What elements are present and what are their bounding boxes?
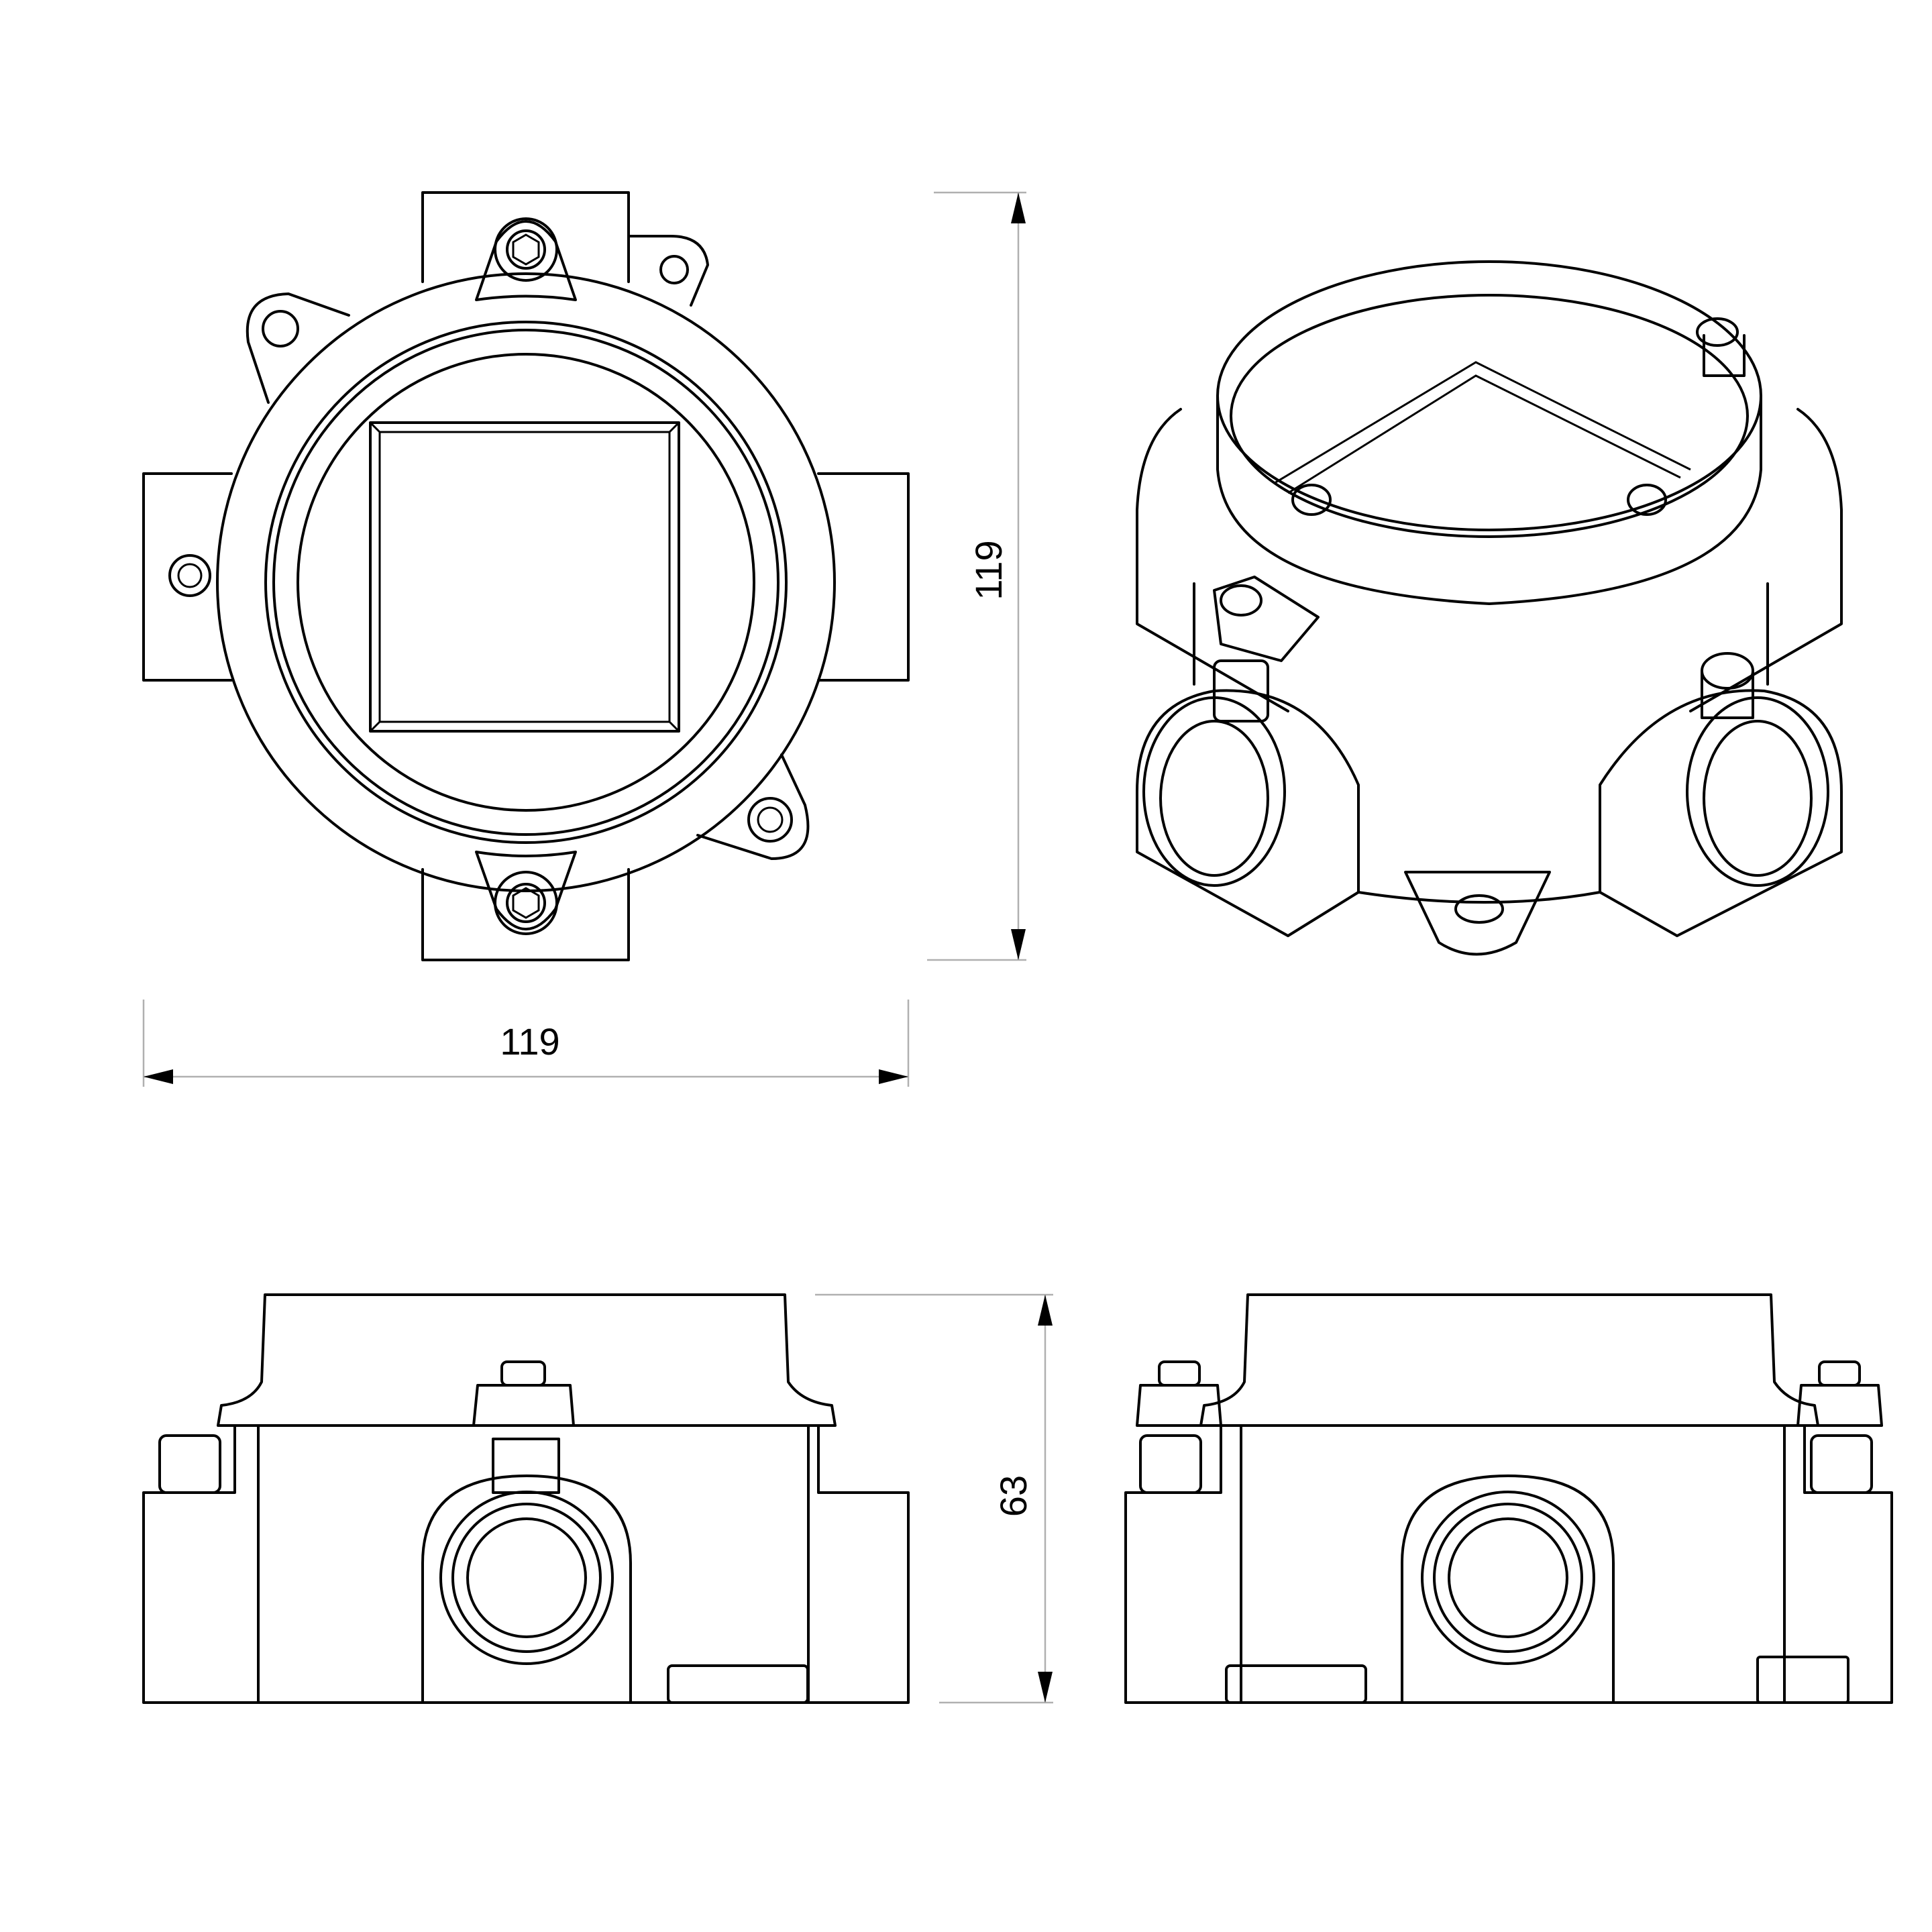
height-dimension-label: 119 bbox=[967, 540, 1010, 600]
depth-dimension-label: 63 bbox=[992, 1475, 1034, 1517]
dimension-depth: 63 bbox=[815, 1293, 1053, 1704]
isometric-view bbox=[1136, 260, 1843, 956]
dimension-height: 119 bbox=[927, 191, 1026, 961]
front-elevation bbox=[142, 1293, 910, 1704]
width-dimension-label: 119 bbox=[500, 1020, 559, 1063]
side-elevation bbox=[1124, 1293, 1893, 1704]
dimension-width: 119 bbox=[142, 1000, 910, 1087]
top-view bbox=[142, 191, 910, 961]
